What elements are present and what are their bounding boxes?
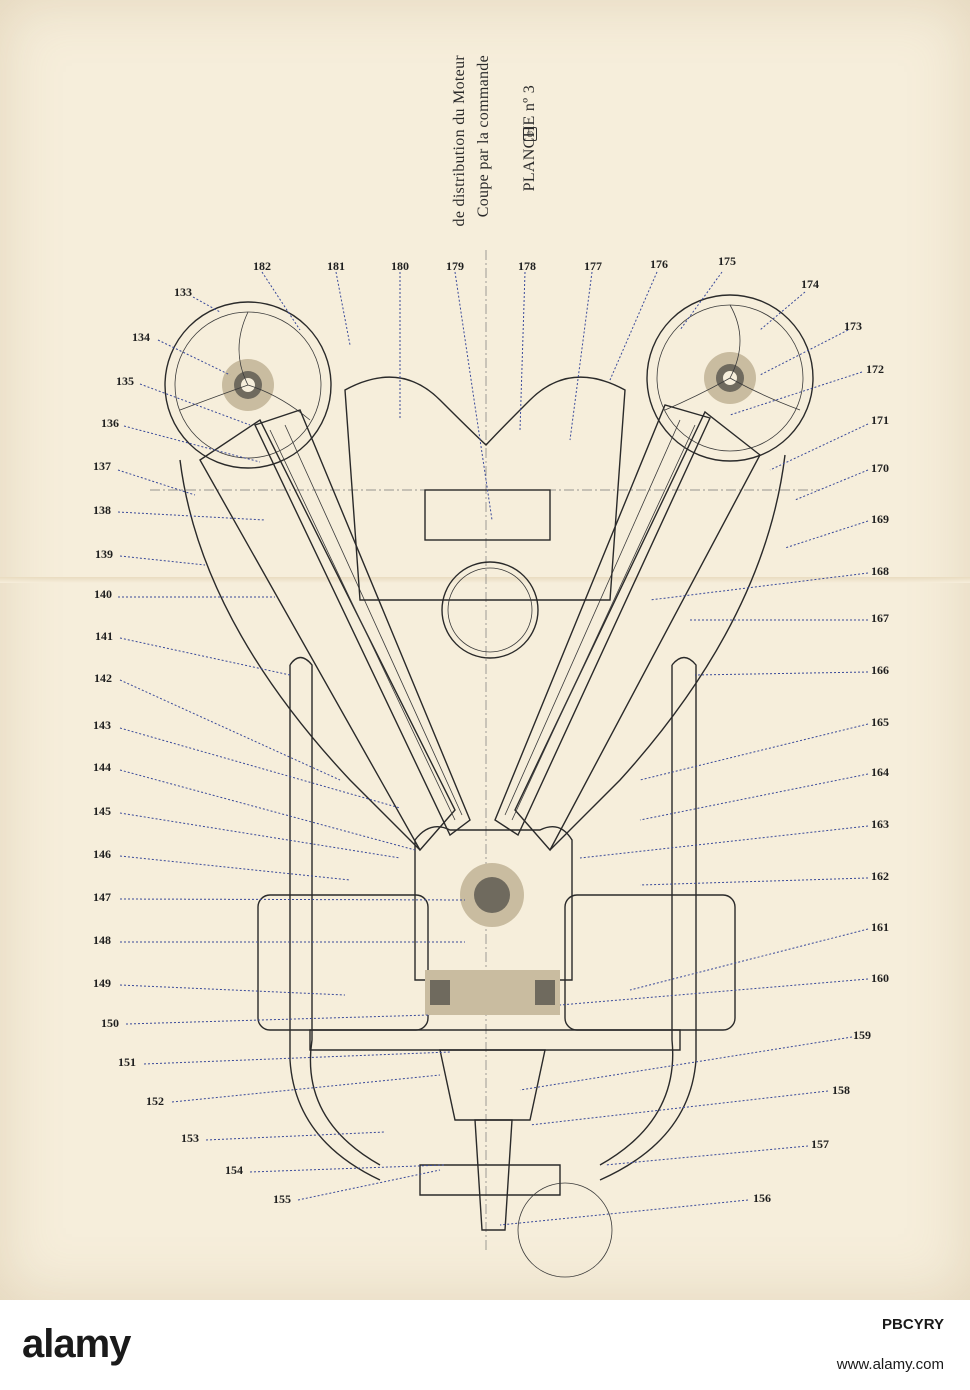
brand-logo: alamy <box>22 1322 131 1366</box>
label-163: 163 <box>871 817 889 831</box>
label-166: 166 <box>871 663 889 677</box>
watermark-footer: alamy PBCYRY www.alamy.com <box>0 1300 970 1390</box>
label-160: 160 <box>871 971 889 985</box>
top-callouts: 182 181 180 179 178 177 176 175 174 173 <box>253 254 862 521</box>
label-137: 137 <box>93 459 111 473</box>
label-182: 182 <box>253 259 271 273</box>
label-142: 142 <box>94 671 112 685</box>
label-157: 157 <box>811 1137 829 1151</box>
label-181: 181 <box>327 259 345 273</box>
label-152: 152 <box>146 1094 164 1108</box>
label-173: 173 <box>844 319 862 333</box>
drawing-plate <box>0 0 970 1300</box>
label-153: 153 <box>181 1131 199 1145</box>
label-140: 140 <box>94 587 112 601</box>
label-177: 177 <box>584 259 602 273</box>
left-cam-housing <box>164 301 332 469</box>
label-161: 161 <box>871 920 889 934</box>
right-cylinder-bank <box>494 404 786 852</box>
label-172: 172 <box>866 362 884 376</box>
label-154: 154 <box>225 1163 243 1177</box>
label-169: 169 <box>871 512 889 526</box>
label-170: 170 <box>871 461 889 475</box>
label-167: 167 <box>871 611 889 625</box>
label-171: 171 <box>871 413 889 427</box>
label-133: 133 <box>174 285 192 299</box>
label-174: 174 <box>801 277 819 291</box>
site-url: www.alamy.com <box>836 1356 944 1373</box>
label-156: 156 <box>753 1191 771 1205</box>
plate-logo-icon: ◎ <box>523 127 537 141</box>
label-180: 180 <box>391 259 409 273</box>
label-158: 158 <box>832 1083 850 1097</box>
label-138: 138 <box>93 503 111 517</box>
exhaust-pipes <box>289 656 697 1181</box>
label-134: 134 <box>132 330 150 344</box>
label-148: 148 <box>93 933 111 947</box>
label-179: 179 <box>446 259 464 273</box>
label-139: 139 <box>95 547 113 561</box>
label-143: 143 <box>93 718 111 732</box>
right-callouts: 172 171 170 169 168 167 166 165 164 163 … <box>499 362 889 1226</box>
label-135: 135 <box>116 374 134 388</box>
label-159: 159 <box>853 1028 871 1042</box>
right-cam-housing <box>646 294 814 462</box>
label-164: 164 <box>871 765 889 779</box>
label-162: 162 <box>871 869 889 883</box>
label-165: 165 <box>871 715 889 729</box>
label-146: 146 <box>93 847 111 861</box>
label-145: 145 <box>93 804 111 818</box>
label-176: 176 <box>650 257 668 271</box>
label-151: 151 <box>118 1055 136 1069</box>
label-168: 168 <box>871 564 889 578</box>
label-178: 178 <box>518 259 536 273</box>
plate-title-block: PLANCHE nº 3 ◎ Coupe par la commande de … <box>425 55 545 245</box>
label-150: 150 <box>101 1016 119 1030</box>
label-155: 155 <box>273 1192 291 1206</box>
label-136: 136 <box>101 416 119 430</box>
left-callouts: 133 134 135 136 137 138 139 140 141 142 … <box>93 285 466 1206</box>
label-175: 175 <box>718 254 736 268</box>
image-id: PBCYRY <box>882 1316 944 1333</box>
label-147: 147 <box>93 890 111 904</box>
fold-line <box>0 577 970 583</box>
label-144: 144 <box>93 760 111 774</box>
intake-manifold <box>344 376 626 659</box>
label-141: 141 <box>95 629 113 643</box>
crankcase <box>257 826 736 1278</box>
left-cylinder-bank <box>179 409 471 852</box>
label-149: 149 <box>93 976 111 990</box>
engine-section-drawing: 182 181 180 179 178 177 176 175 174 173 <box>93 250 889 1278</box>
